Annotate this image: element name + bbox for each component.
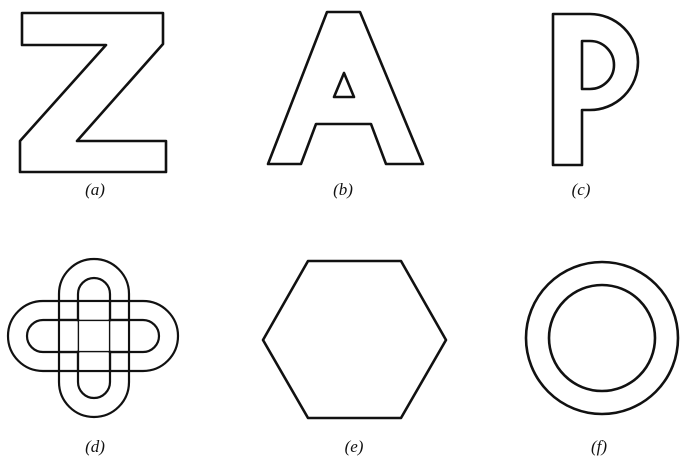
caption-d: (d) [85, 437, 105, 457]
caption-b: (b) [333, 180, 353, 200]
letter-a-shape [268, 12, 423, 164]
ring-shape [526, 262, 678, 414]
interlaced-knot-shape [8, 259, 178, 417]
caption-e: (e) [345, 437, 364, 457]
letter-p-shape [553, 14, 638, 165]
caption-c: (c) [572, 180, 591, 200]
caption-f: (f) [591, 437, 607, 457]
hexagon-shape [263, 261, 446, 418]
caption-a: (a) [85, 180, 105, 200]
letter-z-shape [20, 13, 166, 172]
